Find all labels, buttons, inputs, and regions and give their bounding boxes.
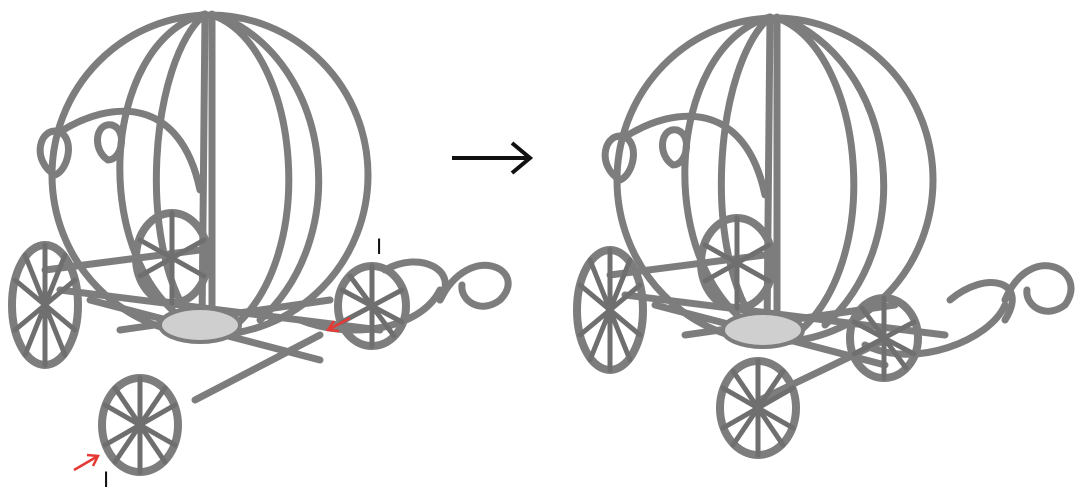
- right-seat: [721, 311, 805, 349]
- right-front-scrolls: [601, 112, 769, 199]
- right-pumpkin-frame: [613, 13, 937, 346]
- right-wheel-front-right: [846, 294, 922, 382]
- left-wheel-back-right: [132, 209, 212, 307]
- left-wheel-front-right: [334, 262, 410, 350]
- left-seat: [158, 306, 242, 344]
- red-pointer-arrow-icon: [73, 453, 100, 472]
- left-pumpkin-frame: [48, 10, 372, 339]
- right-carriage: [573, 13, 1075, 459]
- left-carriage: I I: [8, 10, 512, 487]
- top-marker-label: I: [376, 234, 382, 259]
- right-wheel-front-left: [716, 357, 800, 459]
- left-front-scrolls: [36, 107, 204, 194]
- left-wheel-loose: [98, 374, 182, 476]
- right-arrow-icon: [452, 141, 534, 175]
- right-wheel-back-right: [697, 214, 777, 312]
- left-wheel-back-left: [8, 241, 82, 369]
- red-pointer-arrow-icon: [325, 316, 351, 333]
- bottom-marker-label: I: [103, 467, 109, 487]
- right-wheel-back-left: [573, 246, 647, 374]
